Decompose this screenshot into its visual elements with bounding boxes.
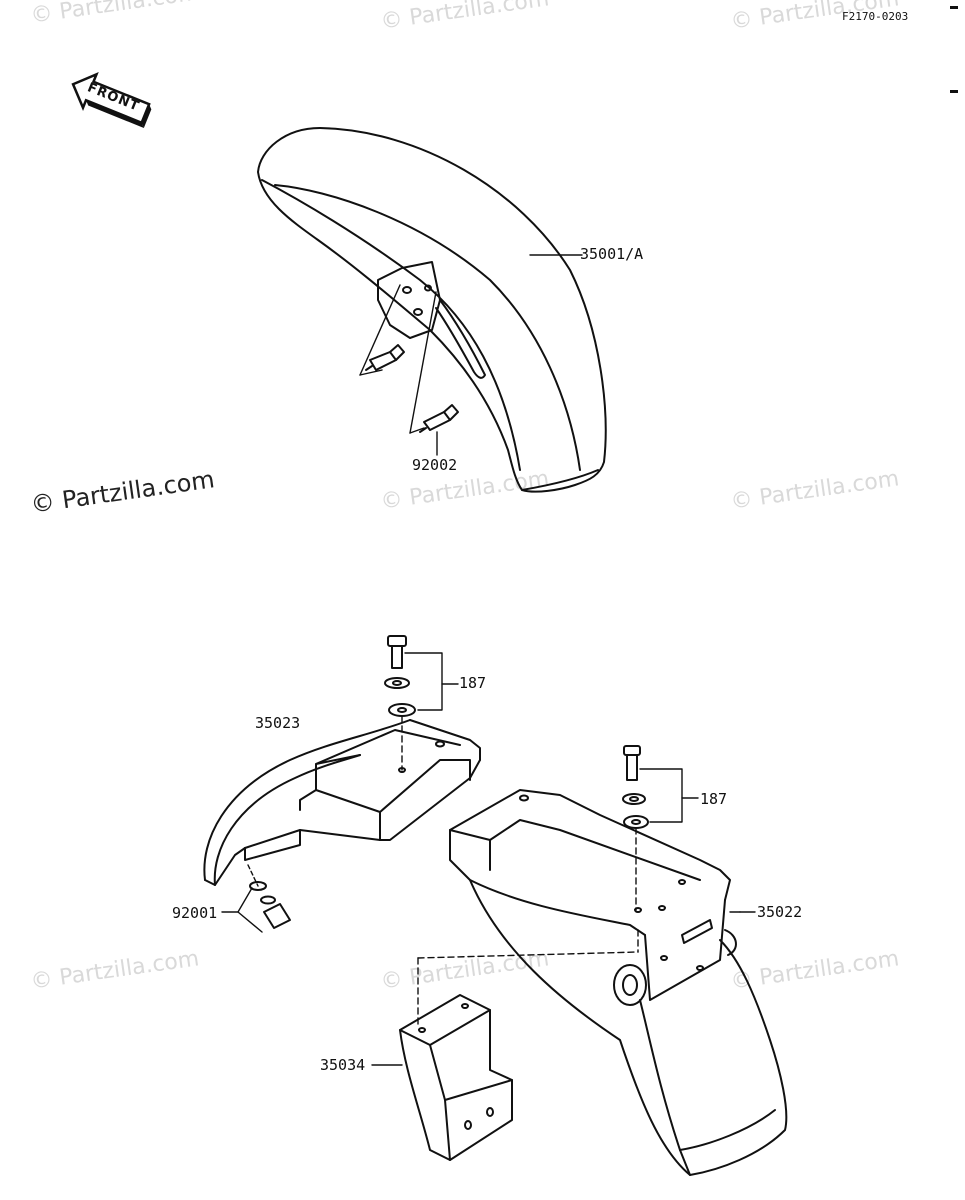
front-bolt-lower bbox=[419, 404, 459, 433]
front-bolt-upper bbox=[365, 344, 405, 371]
part-label-35022[interactable]: 35022 bbox=[757, 903, 803, 921]
small-bolt-set bbox=[221, 864, 291, 933]
bracket bbox=[371, 929, 639, 1161]
diagram-code: F2170-0203 bbox=[842, 10, 909, 23]
rear-fender-front bbox=[203, 719, 481, 886]
part-label-35034[interactable]: 35034 bbox=[320, 1056, 366, 1074]
rear-fender-rear bbox=[449, 789, 788, 1176]
edge-mark-mid bbox=[950, 90, 958, 93]
part-label-187-top[interactable]: 187 bbox=[459, 674, 487, 692]
part-label-92001[interactable]: 92001 bbox=[172, 904, 218, 922]
bolt-washer-set-top bbox=[384, 635, 459, 771]
bolt-washer-set-right bbox=[622, 745, 699, 911]
front-arrow-icon bbox=[71, 71, 152, 128]
edge-mark-top bbox=[950, 6, 958, 9]
part-label-92002[interactable]: 92002 bbox=[412, 456, 458, 474]
part-label-35001[interactable]: 35001/A bbox=[580, 245, 644, 263]
part-label-187-right[interactable]: 187 bbox=[700, 790, 728, 808]
front-fender bbox=[257, 127, 607, 493]
part-label-35023[interactable]: 35023 bbox=[255, 714, 301, 732]
